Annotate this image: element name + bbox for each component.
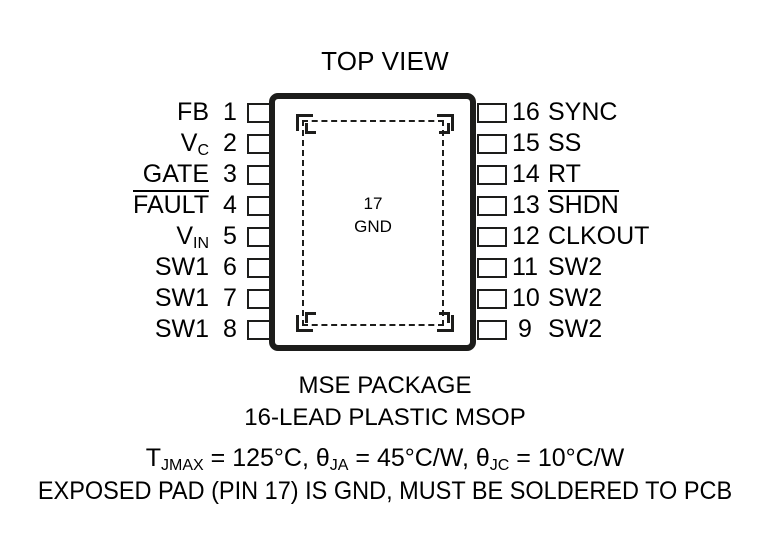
tja-subscript: JA bbox=[329, 457, 349, 474]
pin-label-subscript: IN bbox=[193, 235, 209, 252]
tjmax-symbol: T bbox=[145, 444, 162, 472]
pin-row-10: 10 SW2 bbox=[512, 285, 770, 311]
caption-package-name: MSE PACKAGE bbox=[298, 372, 472, 399]
pin-label-2: VC bbox=[180, 129, 209, 159]
pin-number-1: 1 bbox=[223, 98, 237, 126]
pin-number-2: 2 bbox=[223, 129, 237, 157]
pin-pad-10 bbox=[477, 289, 507, 309]
active-low-overline: SHDN bbox=[548, 190, 619, 219]
pad-corner-bottom-right-outer bbox=[437, 315, 454, 332]
exposed-pad-label: 17 GND bbox=[302, 192, 444, 238]
pin-number-7: 7 bbox=[223, 284, 237, 312]
caption-exposed-pad-note: EXPOSED PAD (PIN 17) IS GND, MUST BE SOL… bbox=[37, 477, 733, 505]
pad-corner-top-right-inner bbox=[439, 123, 450, 134]
tjc-value: = 10°C/W bbox=[509, 444, 625, 472]
active-low-overline: FAULT bbox=[133, 190, 209, 219]
pin-row-15: 15 SS bbox=[512, 130, 770, 156]
caption-thermal-specs: TJMAX = 125°C, θJA = 45°C/W, θJC = 10°C/… bbox=[0, 443, 770, 477]
exposed-pad-boundary bbox=[302, 120, 444, 326]
pin-number-6: 6 bbox=[223, 253, 237, 281]
pin-row-7: 7 SW1 bbox=[0, 285, 243, 311]
pad-corner-top-right-outer bbox=[437, 114, 454, 131]
pin-pad-14 bbox=[477, 165, 507, 185]
pin-pad-15 bbox=[477, 134, 507, 154]
pin-row-5: 5 VIN bbox=[0, 222, 243, 252]
pin-label-4: FAULT bbox=[133, 190, 209, 219]
pin-row-8: 8 SW1 bbox=[0, 316, 243, 342]
pin-number-4: 4 bbox=[223, 191, 237, 219]
pin-label-12: CLKOUT bbox=[548, 222, 650, 250]
pin-number-16: 16 bbox=[512, 98, 540, 126]
pin-pad-16 bbox=[477, 103, 507, 123]
pin-label-8: SW1 bbox=[154, 315, 209, 343]
caption-lead-description: 16-LEAD PLASTIC MSOP bbox=[244, 404, 526, 431]
pin-label-5: VIN bbox=[176, 222, 209, 252]
pin-number-9: 9 bbox=[518, 315, 532, 343]
tjc-subscript: JC bbox=[489, 457, 510, 474]
pin-pad-12 bbox=[477, 227, 507, 247]
pin-label-7: SW1 bbox=[154, 284, 209, 312]
pin-number-14: 14 bbox=[512, 160, 540, 188]
pin-label-16: SYNC bbox=[548, 98, 618, 126]
pin-label-subscript: C bbox=[197, 142, 209, 159]
pin-row-9: 9 SW2 bbox=[512, 316, 770, 342]
pin-row-16: 16 SYNC bbox=[512, 99, 770, 125]
pad-corner-bottom-right-inner bbox=[439, 312, 450, 323]
pin-label-13: SHDN bbox=[548, 190, 619, 219]
tjmax-value: = 125°C, bbox=[203, 444, 316, 472]
tjmax-subscript: JMAX bbox=[161, 457, 204, 474]
diagram-title: TOP VIEW bbox=[321, 46, 449, 76]
pin-row-2: 2 VC bbox=[0, 129, 243, 159]
pin-number-5: 5 bbox=[223, 222, 237, 250]
pin-label-1: FB bbox=[177, 98, 209, 126]
pin-pad-11 bbox=[477, 258, 507, 278]
pin-number-10: 10 bbox=[512, 284, 540, 312]
pin-label-15: SS bbox=[548, 129, 582, 157]
pin-row-13: 13 SHDN bbox=[512, 190, 770, 219]
tja-symbol: θ bbox=[315, 444, 330, 472]
pin-label-11: SW2 bbox=[548, 253, 603, 281]
pin-number-15: 15 bbox=[512, 129, 540, 157]
pin-label-10: SW2 bbox=[548, 284, 603, 312]
pin-number-3: 3 bbox=[223, 160, 237, 188]
pin-label-14: RT bbox=[548, 160, 581, 188]
pin-number-12: 12 bbox=[512, 222, 540, 250]
pin-row-6: 6 SW1 bbox=[0, 254, 243, 280]
pin-row-3: 3 GATE bbox=[0, 161, 243, 187]
pin-number-11: 11 bbox=[512, 253, 538, 281]
pin-number-8: 8 bbox=[223, 315, 237, 343]
tjc-symbol: θ bbox=[475, 444, 490, 472]
tja-value: = 45°C/W, bbox=[348, 444, 476, 472]
pin-row-1: 1 FB bbox=[0, 99, 243, 125]
exposed-pad-number: 17 bbox=[363, 194, 383, 213]
pad-corner-top-left-outer bbox=[296, 114, 313, 131]
pad-corner-top-left-inner bbox=[305, 123, 316, 134]
pin-row-14: 14 RT bbox=[512, 161, 770, 187]
pin-pad-9 bbox=[477, 320, 507, 340]
pad-corner-bottom-left-inner bbox=[305, 312, 316, 323]
pin-row-12: 12 CLKOUT bbox=[512, 223, 770, 249]
pad-corner-bottom-left-outer bbox=[296, 315, 313, 332]
pin-row-11: 11 SW2 bbox=[512, 254, 770, 280]
pin-label-3: GATE bbox=[142, 160, 209, 188]
pin-label-6: SW1 bbox=[154, 253, 209, 281]
pin-pad-13 bbox=[477, 196, 507, 216]
pin-number-13: 13 bbox=[512, 191, 540, 219]
exposed-pad-name: GND bbox=[354, 217, 392, 236]
pin-label-9: SW2 bbox=[548, 315, 603, 343]
pin-row-4: 4 FAULT bbox=[0, 190, 243, 219]
